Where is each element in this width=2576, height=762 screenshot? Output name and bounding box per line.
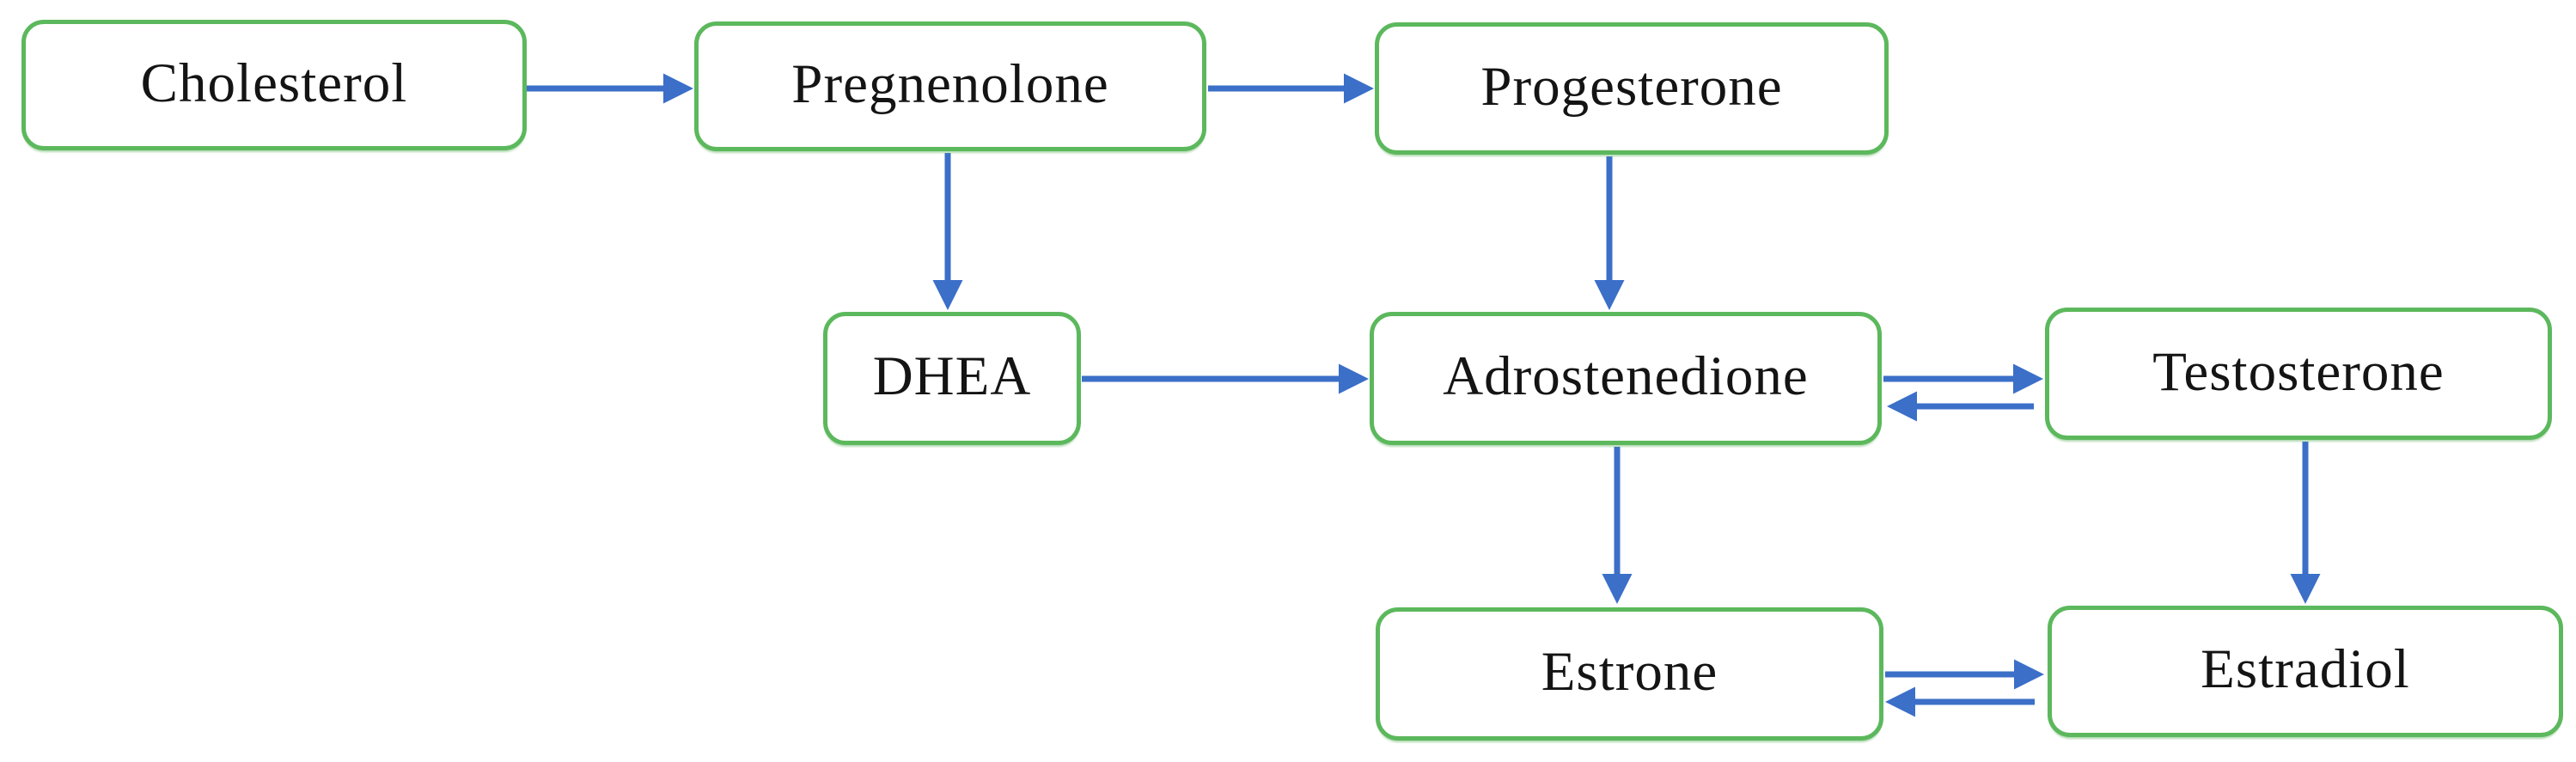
node-cholesterol-label: Cholesterol (140, 52, 408, 114)
node-estradiol-label: Estradiol (2201, 638, 2410, 700)
node-estrone-label: Estrone (1541, 641, 1718, 703)
node-cholesterol: Cholesterol (21, 20, 527, 150)
node-estrone: Estrone (1376, 607, 1883, 741)
node-testosterone-label: Testosterone (2152, 340, 2445, 403)
node-androstenedione-label: Adrostenedione (1443, 345, 1809, 407)
node-pregnenolone-label: Pregnenolone (791, 53, 1109, 115)
node-pregnenolone: Pregnenolone (694, 21, 1206, 151)
node-dhea: DHEA (823, 312, 1081, 445)
node-progesterone: Progesterone (1375, 22, 1889, 155)
node-estradiol: Estradiol (2048, 606, 2563, 737)
node-androstenedione: Adrostenedione (1370, 312, 1882, 445)
node-testosterone: Testosterone (2045, 308, 2552, 440)
node-dhea-label: DHEA (872, 345, 1032, 407)
node-progesterone-label: Progesterone (1480, 55, 1783, 118)
